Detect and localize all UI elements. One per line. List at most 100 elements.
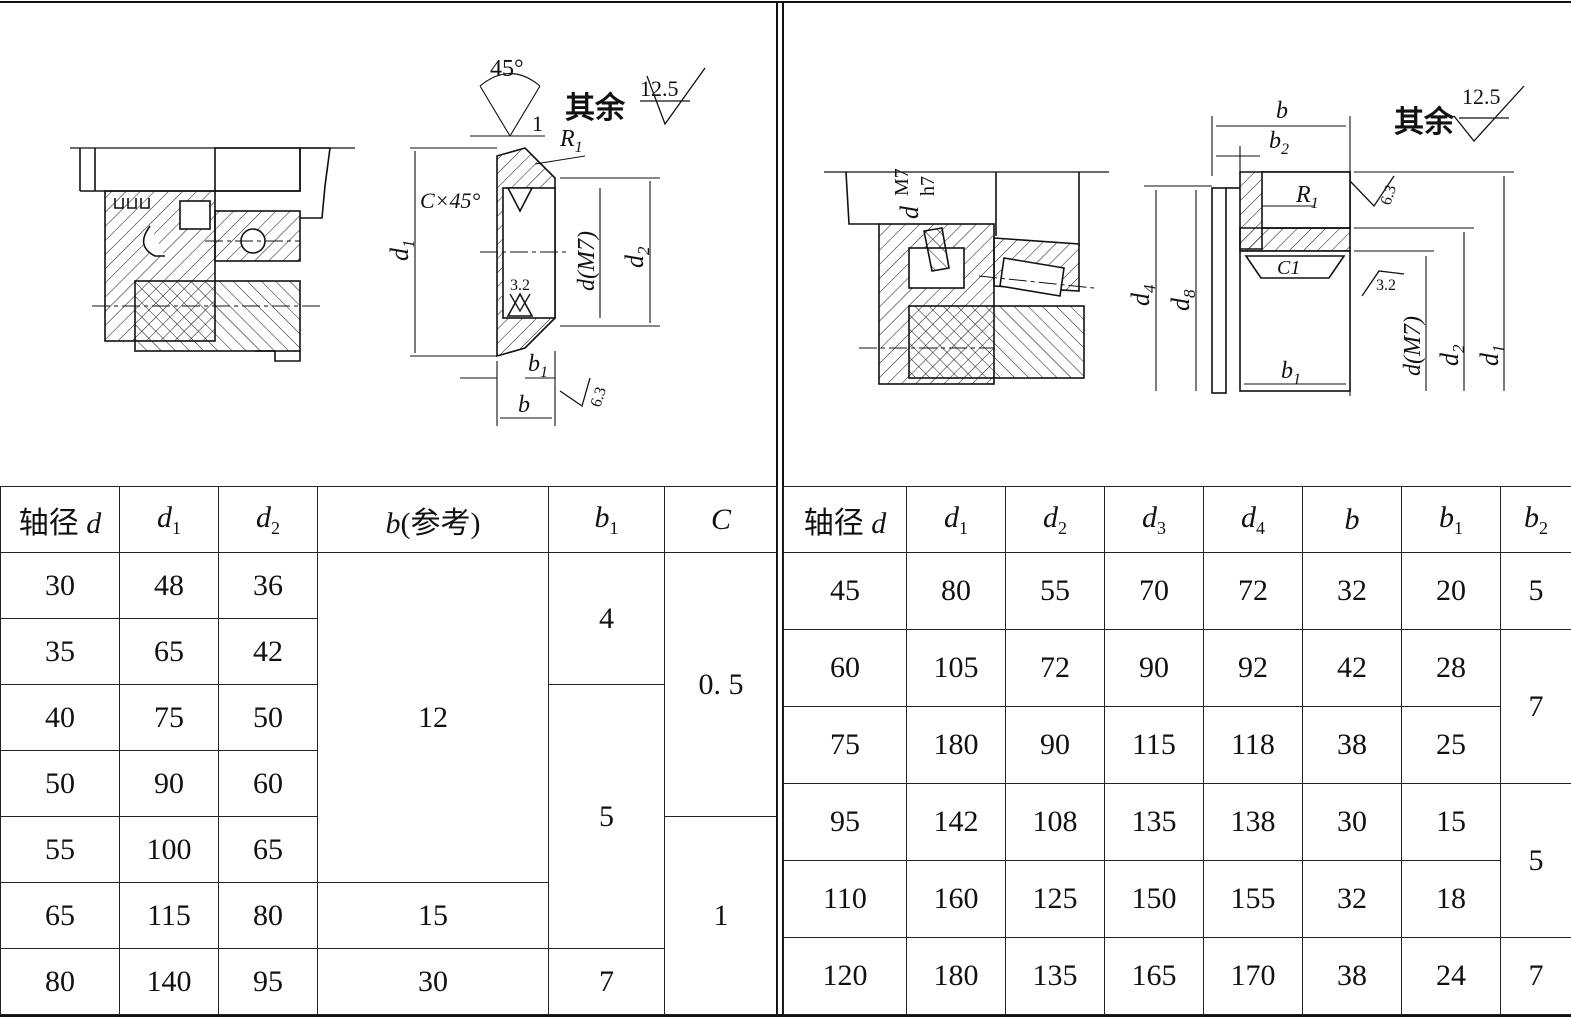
header-c: C <box>664 486 778 553</box>
cell-b1: 15 <box>1401 783 1501 861</box>
cell-d1: 142 <box>906 783 1006 861</box>
header-shaft-diameter: 轴径 d <box>783 486 907 553</box>
right-dimension-table: 轴径 d d1 d2 d3 d4 b b1 b2 45 80 55 70 72 … <box>783 486 1571 1015</box>
cell-b1: 28 <box>1401 629 1501 707</box>
cell-b: 32 <box>1302 860 1402 938</box>
b-label: b <box>518 392 530 418</box>
cell-d4: 138 <box>1203 783 1303 861</box>
cell-b: 38 <box>1302 937 1402 1015</box>
cell-d: 65 <box>0 882 120 949</box>
rest-label: 其余 <box>565 91 626 125</box>
cell-d3: 70 <box>1104 552 1204 630</box>
cell-d: 35 <box>0 618 120 685</box>
cell-d3: 115 <box>1104 706 1204 784</box>
cell-d: 40 <box>0 684 120 751</box>
cell-d4: 118 <box>1203 706 1303 784</box>
cell-d1: 48 <box>119 552 219 619</box>
cell-d2: 50 <box>218 684 318 751</box>
cell-d2: 72 <box>1005 629 1105 707</box>
table-row: 35 65 42 <box>0 618 778 685</box>
header-b2: b2 <box>1500 486 1571 553</box>
cell-d4: 155 <box>1203 860 1303 938</box>
cell-b2: 5 <box>1500 552 1571 630</box>
cell-b1: 25 <box>1401 706 1501 784</box>
table-row: 50 90 60 <box>0 750 778 817</box>
table-row: 55 100 65 1 <box>0 816 778 1015</box>
cell-b2: 7 <box>1500 937 1571 1015</box>
cell-d2: 65 <box>218 816 318 883</box>
rough-face-label: 6.3 <box>1378 183 1400 207</box>
d4-label: d4 <box>1126 284 1159 306</box>
cell-d: 50 <box>0 750 120 817</box>
left-seal-drawing: 45° 1 R1 C×45° d1 d(M7) d2 b1 b 3.2 6.3 … <box>0 6 776 486</box>
table-row: 60 105 72 90 92 42 28 7 <box>783 629 1571 784</box>
top-border <box>0 1 1571 3</box>
cell-b1: 4 <box>548 552 665 685</box>
r1-label: R1 <box>559 126 583 156</box>
cell-d4: 170 <box>1203 937 1303 1015</box>
rest-rough-label: 12.5 <box>640 76 679 101</box>
cell-d1: 90 <box>119 750 219 817</box>
header-b: b <box>1302 486 1402 553</box>
fit-d-label: d <box>895 205 924 219</box>
rough-face-label: 6.3 <box>588 385 610 409</box>
cell-d: 110 <box>783 860 907 938</box>
d-fit-label: d(M7) <box>574 231 600 291</box>
b1-label: b1 <box>1281 358 1301 388</box>
cell-d1: 80 <box>906 552 1006 630</box>
bottom-border <box>0 1014 1571 1017</box>
seal-ring-section <box>480 147 570 358</box>
fit-numerator-label: M7 <box>891 168 913 196</box>
cell-d1: 65 <box>119 618 219 685</box>
cell-b2: 7 <box>1500 629 1571 784</box>
gap-label: 1 <box>532 111 543 136</box>
assembly-section <box>824 171 1109 385</box>
d2-label: d2 <box>1435 344 1468 366</box>
cell-d2: 90 <box>1005 706 1105 784</box>
cell-d2: 42 <box>218 618 318 685</box>
chamfer-label: C×45° <box>420 188 481 213</box>
rough-inner-label: 3.2 <box>510 277 530 294</box>
cell-b: 42 <box>1302 629 1402 707</box>
cell-b2: 5 <box>1500 783 1571 938</box>
cell-d1: 140 <box>119 948 219 1015</box>
d1-label: d1 <box>385 240 418 262</box>
table-row: 120 180 135 165 170 38 24 7 <box>783 937 1571 1015</box>
cell-c: 0. 5 <box>664 552 778 817</box>
cell-d3: 165 <box>1104 937 1204 1015</box>
cell-d2: 125 <box>1005 860 1105 938</box>
table-row: 95 142 108 135 138 30 15 5 <box>783 783 1571 938</box>
table-row: 80 140 95 30 7 <box>0 948 778 1015</box>
cell-d3: 135 <box>1104 783 1204 861</box>
r1-label: R1 <box>1295 182 1319 212</box>
cell-d1: 115 <box>119 882 219 949</box>
header-d4: d4 <box>1203 486 1303 553</box>
cell-d: 30 <box>0 552 120 619</box>
cell-d: 75 <box>783 706 907 784</box>
cell-d2: 108 <box>1005 783 1105 861</box>
header-shaft-diameter: 轴径 d <box>0 486 120 553</box>
seal-ring-section <box>1211 171 1351 394</box>
cell-d2: 36 <box>218 552 318 619</box>
cell-d3: 90 <box>1104 629 1204 707</box>
header-b1: b1 <box>1401 486 1501 553</box>
cell-b1: 24 <box>1401 937 1501 1015</box>
header-d3: d3 <box>1104 486 1204 553</box>
cell-d2: 60 <box>218 750 318 817</box>
cell-c: 1 <box>664 816 778 1015</box>
cell-b1: 18 <box>1401 860 1501 938</box>
cell-d1: 180 <box>906 937 1006 1015</box>
d2-label: d2 <box>620 246 653 268</box>
d-fit-label: d(M7) <box>1400 316 1426 376</box>
cell-b: 12 <box>317 552 549 883</box>
cell-b1: 20 <box>1401 552 1501 630</box>
cell-b1: 7 <box>548 948 665 1015</box>
right-seal-drawing: d M7 h7 b b2 R1 C1 d4 d8 d(M7) d2 d1 b1 … <box>784 6 1571 486</box>
table-row: 45 80 55 70 72 32 20 5 <box>783 552 1571 630</box>
table-row: 40 75 50 5 <box>0 684 778 949</box>
table-row: 65 115 80 15 <box>0 882 778 949</box>
cell-d4: 72 <box>1203 552 1303 630</box>
cell-d2: 55 <box>1005 552 1105 630</box>
b2-label: b2 <box>1269 128 1289 158</box>
cell-b: 30 <box>1302 783 1402 861</box>
